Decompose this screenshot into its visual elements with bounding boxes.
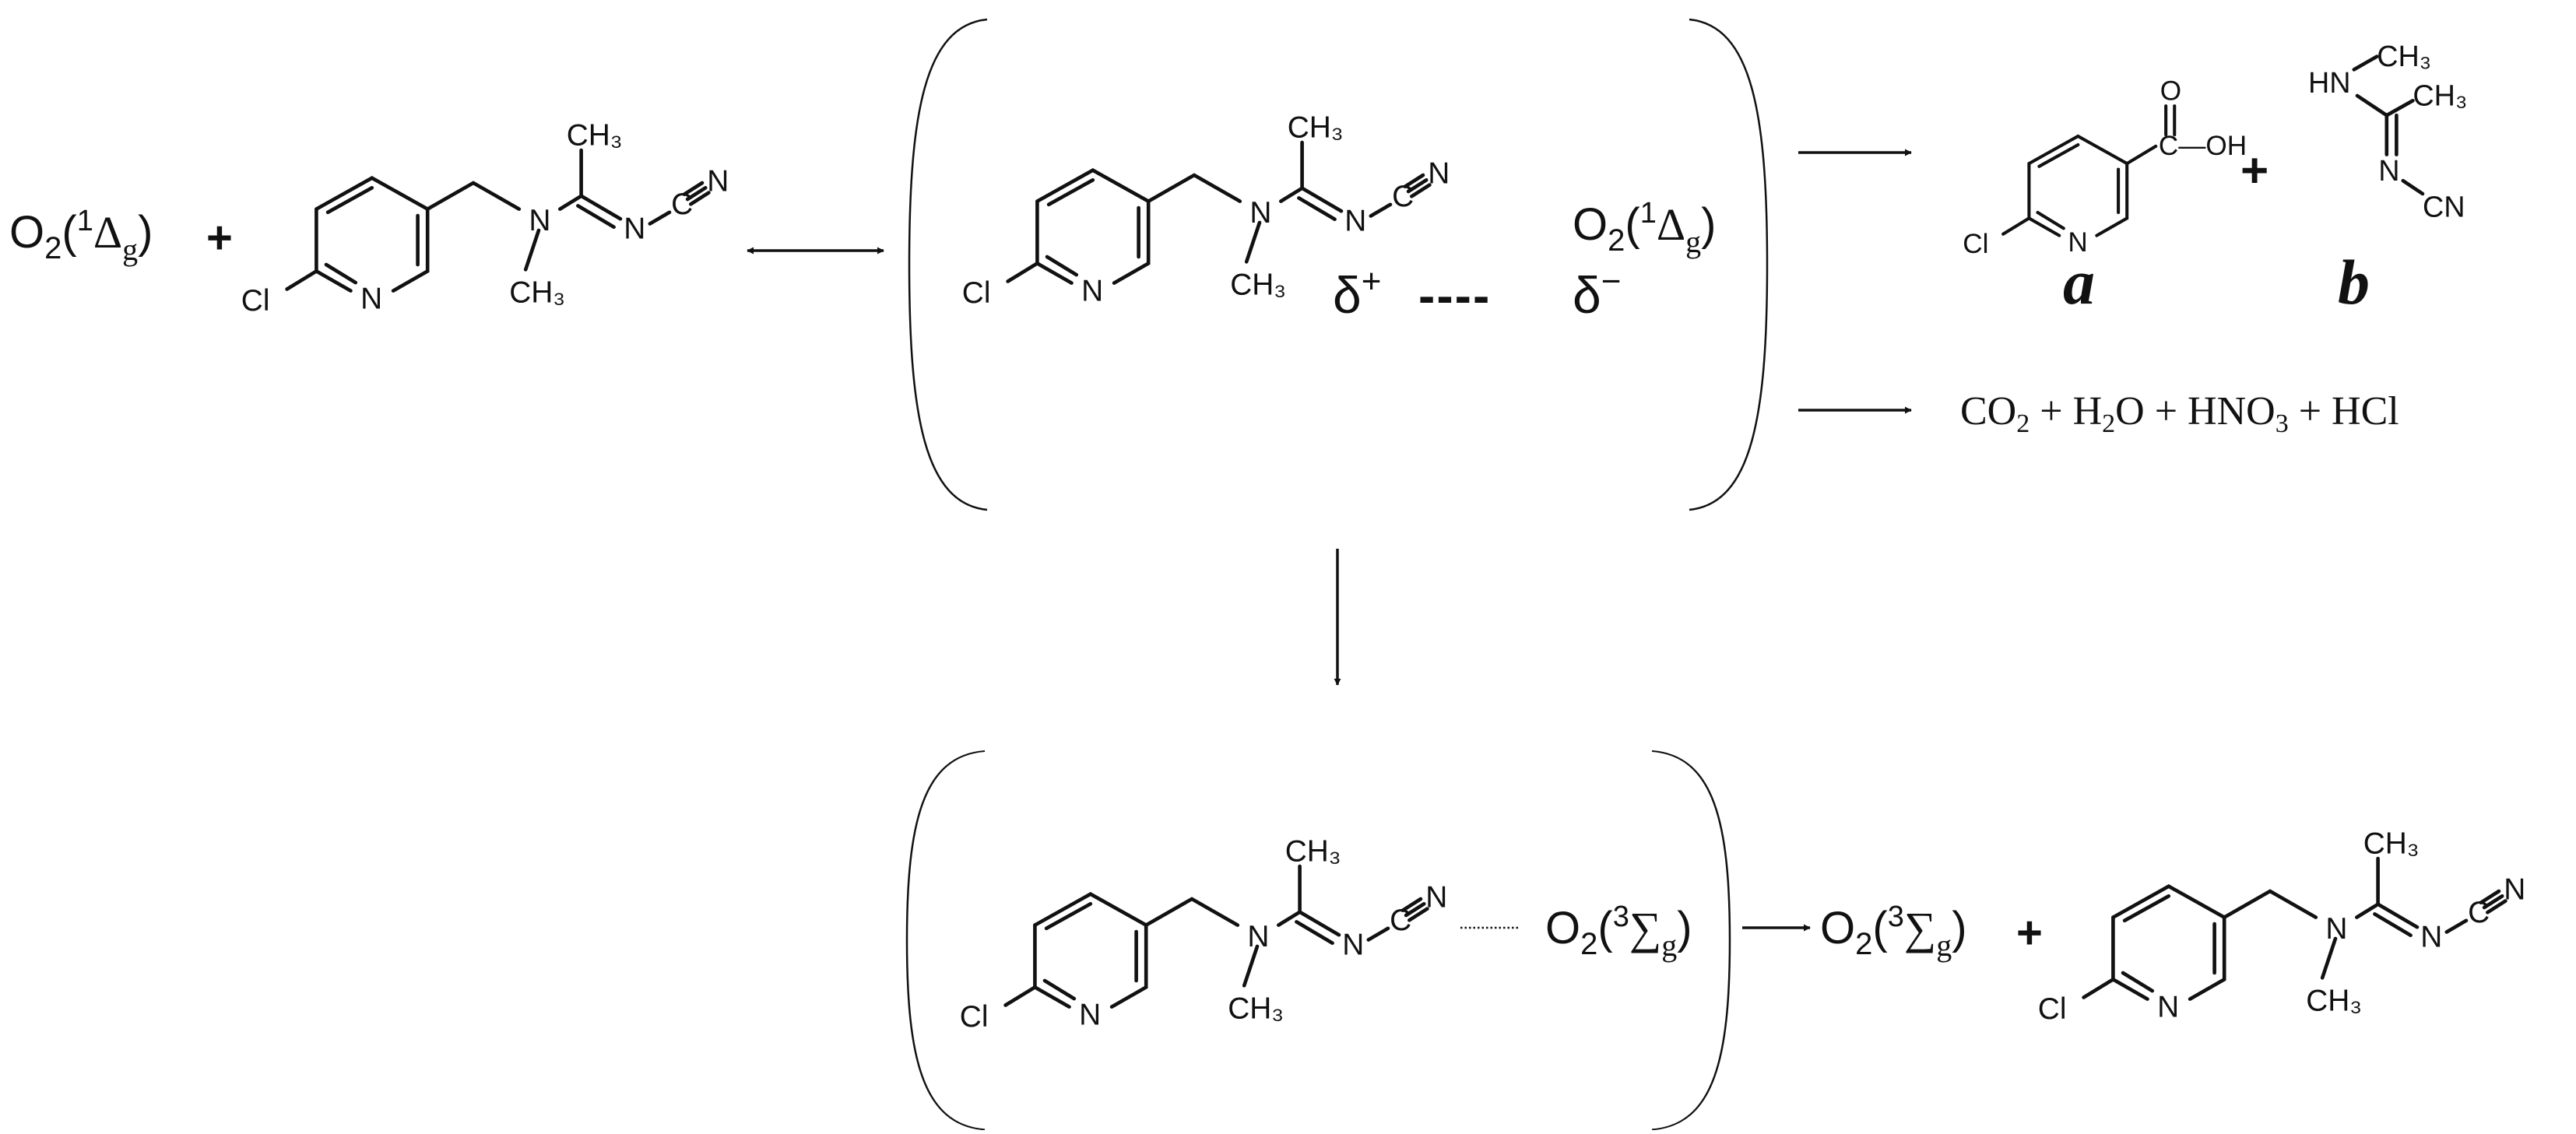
svg-text:N: N	[1249, 196, 1271, 230]
svg-text:C: C	[2468, 896, 2490, 929]
products-plus: +	[2240, 144, 2268, 198]
svg-text:CH₃: CH₃	[1288, 111, 1344, 145]
svg-text:N: N	[1344, 204, 1366, 237]
chlorine-atom: Cl	[241, 284, 270, 318]
svg-text:HN: HN	[2308, 67, 2351, 100]
svg-text:CH₃: CH₃	[2306, 984, 2362, 1017]
svg-text:C—OH: C—OH	[2159, 131, 2247, 161]
complex-top-oxygen: O2(1Δg)	[1573, 197, 1716, 259]
svg-text:Cl: Cl	[960, 1000, 989, 1034]
svg-text:N: N	[1342, 928, 1364, 961]
complex-bottom-oxygen: O2(3∑g)	[1545, 901, 1692, 963]
svg-text:N: N	[1079, 999, 1101, 1032]
svg-text:O: O	[2160, 76, 2181, 107]
acetamiprid-complex-top: Cl N N CH₃ CH₃ N C N	[962, 111, 1450, 310]
mineralization-products: CO2 + H2O + HNO3 + HCl	[1960, 389, 2399, 438]
delta-plus: δ+	[1333, 262, 1381, 324]
svg-text:O2(1Δg): O2(1Δg)	[1573, 197, 1716, 259]
svg-text:N: N	[2420, 920, 2442, 953]
svg-text:N: N	[2068, 227, 2087, 258]
imine-nitrogen: N	[624, 212, 645, 245]
product-b-structure: HN CH₃ CH₃ N CN	[2308, 40, 2467, 223]
acetamiprid-reactant: Cl N N CH₃ CH₃ N C N	[241, 119, 729, 318]
reactant-plus: +	[206, 212, 233, 263]
acetamiprid-complex-bottom: Cl N N CH₃ CH₃ N C N	[960, 835, 1448, 1034]
cyano-nitrogen: N	[707, 165, 729, 198]
svg-text:N: N	[1425, 881, 1447, 915]
product-a-structure: Cl N O C—OH	[1963, 76, 2247, 259]
svg-text:O2(1Δg): O2(1Δg)	[9, 205, 153, 267]
svg-text:N: N	[1247, 920, 1269, 953]
amine-nitrogen: N	[529, 204, 550, 237]
svg-text:CH₃: CH₃	[1230, 268, 1286, 301]
svg-text:C: C	[1390, 904, 1411, 937]
svg-text:CH₃: CH₃	[2363, 827, 2420, 861]
reactant-singlet-oxygen: O2(1Δg)	[9, 205, 153, 267]
svg-text:O2(3∑g): O2(3∑g)	[1545, 901, 1692, 963]
svg-text:C: C	[1392, 180, 1414, 213]
product-a-label: a	[2063, 247, 2095, 318]
svg-text:CH₃: CH₃	[1285, 835, 1341, 869]
svg-text:Cl: Cl	[962, 276, 991, 310]
svg-text:Cl: Cl	[1963, 229, 1988, 259]
svg-text:N: N	[2325, 912, 2347, 946]
svg-text:N: N	[2504, 873, 2525, 907]
svg-text:Cl: Cl	[2038, 992, 2067, 1026]
product-b-label: b	[2338, 247, 2370, 318]
svg-text:N: N	[1081, 275, 1103, 308]
svg-text:CH₃: CH₃	[1228, 992, 1284, 1025]
svg-text:N: N	[2157, 991, 2179, 1024]
svg-text:O2(3∑g): O2(3∑g)	[1820, 901, 1967, 963]
svg-text:N: N	[1428, 157, 1450, 191]
acetamiprid-final: Cl N N CH₃ CH₃ N C N	[2038, 827, 2526, 1026]
methyl-bottom: CH₃	[509, 276, 565, 309]
cyano-carbon: C	[671, 188, 693, 221]
svg-text:CH₃: CH₃	[2377, 40, 2431, 73]
interaction-dash: ----	[1418, 268, 1491, 324]
svg-text:CH₃: CH₃	[2413, 80, 2467, 113]
svg-text:CN: CN	[2423, 191, 2465, 223]
final-triplet-oxygen: O2(3∑g)	[1820, 901, 1967, 963]
svg-text:N: N	[2378, 155, 2399, 188]
delta-minus: δ−	[1573, 262, 1621, 324]
ring-nitrogen: N	[360, 283, 382, 316]
final-plus: +	[2016, 908, 2043, 958]
methyl-top: CH₃	[567, 119, 623, 153]
